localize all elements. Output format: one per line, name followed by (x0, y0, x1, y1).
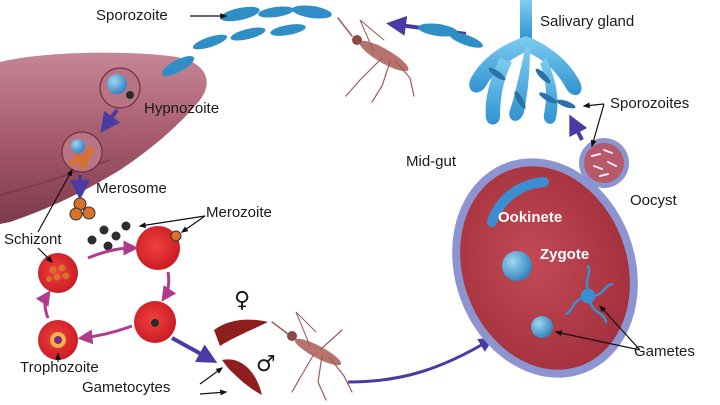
trophozoite-label: Trophozoite (20, 359, 99, 376)
gametocytes-label: Gametocytes (82, 379, 171, 396)
hypnozoite-cell (99, 67, 141, 109)
schizont-rbc (38, 253, 78, 293)
midgut-arrow (347, 337, 494, 384)
oocyst-arrow (569, 114, 588, 141)
liver-schizont-cell (61, 131, 103, 173)
schizont-label: Schizont (4, 231, 62, 248)
zygote-shape (502, 251, 532, 281)
label-pointers (37, 13, 641, 396)
liver-stage-arrow (100, 108, 121, 133)
merozoites (87, 221, 131, 251)
ookinete-label: Ookinete (498, 209, 563, 226)
mosquito-top-icon (337, 17, 415, 103)
male-symbol: ♂ (256, 352, 276, 377)
ookinete-shape (487, 177, 549, 227)
sporozoite-icon (161, 5, 332, 76)
mid-gut-label: Mid-gut (406, 153, 457, 170)
merosome-cluster (69, 197, 96, 221)
male-gamete-shape (564, 264, 614, 324)
oocyst-label: Oocyst (630, 192, 677, 209)
mosquito-icon (271, 311, 353, 401)
female-gamete-shape (531, 316, 553, 338)
zygote-label: Zygote (540, 246, 590, 263)
salivary-gland-icon (469, 0, 582, 125)
sporozoites-label: Sporozoites (610, 95, 690, 112)
gametes-label: Gametes (634, 343, 695, 360)
liver-icon (0, 52, 207, 224)
female-symbol: ♀ (234, 288, 251, 313)
midgut-icon (452, 158, 638, 378)
merozoite-label: Merozoite (206, 204, 272, 221)
sporozoite-label: Sporozoite (96, 7, 168, 24)
merosome-label: Merosome (96, 180, 167, 197)
gland-sporozoites (488, 67, 576, 109)
hypnozoite-label: Hypnozoite (144, 100, 220, 117)
gametocytes-shapes (214, 319, 268, 395)
red-blood-cell-icon (136, 226, 180, 270)
gametocyte-arrow (171, 336, 218, 363)
oocyst-icon (579, 138, 629, 188)
salivary-gland-label: Salivary gland (540, 13, 635, 30)
